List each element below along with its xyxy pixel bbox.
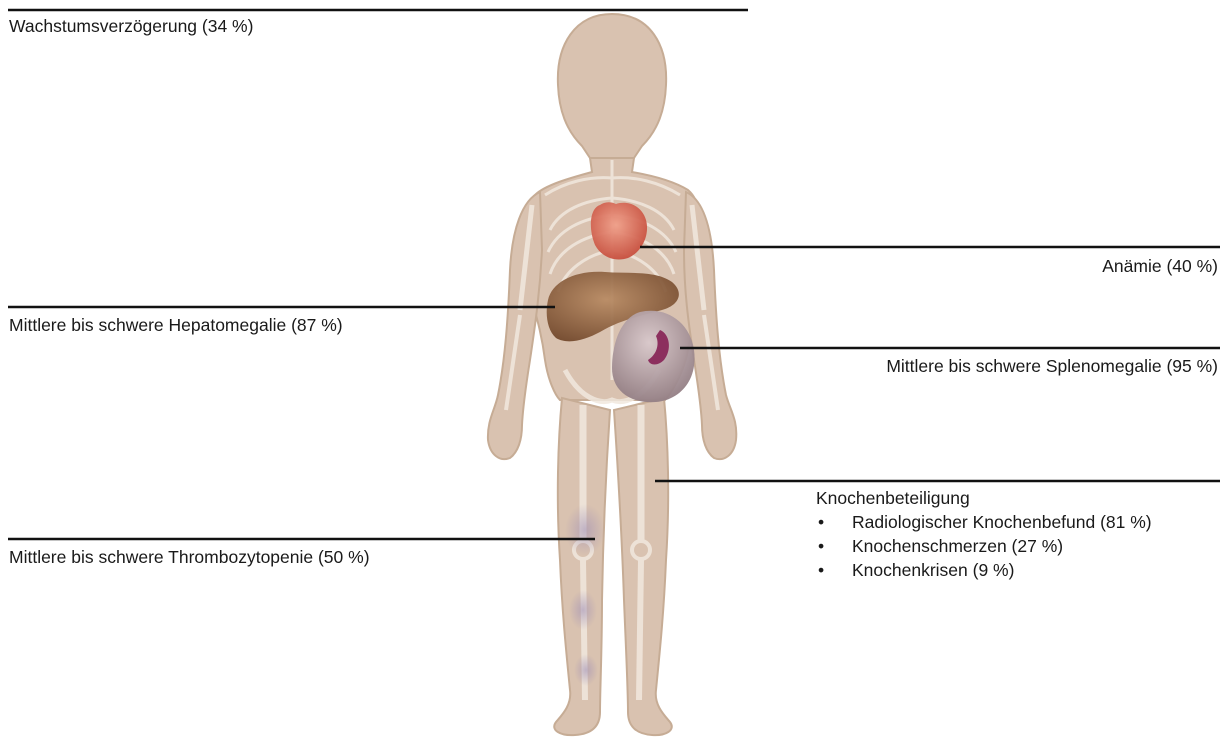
anemia-label: Anämie (40 %): [1102, 255, 1218, 277]
bruise-mark: [569, 590, 597, 630]
left-arm: [488, 192, 542, 459]
list-item: Knochenkrisen (9 %): [816, 558, 1152, 582]
bruise-mark: [565, 504, 605, 556]
bruise-mark: [574, 654, 598, 686]
hepatomegaly-label: Mittlere bis schwere Hepatomegalie (87 %…: [9, 314, 343, 336]
list-item: Radiologischer Knochenbefund (81 %): [816, 510, 1152, 534]
thrombocytopenia-label: Mittlere bis schwere Thrombozytopenie (5…: [9, 546, 370, 568]
bone-involvement-title: Knochenbeteiligung: [816, 486, 1152, 510]
growth-label: Wachstumsverzögerung (34 %): [9, 15, 253, 37]
head: [558, 14, 666, 158]
list-item: Knochenschmerzen (27 %): [816, 534, 1152, 558]
bone-involvement-block: Knochenbeteiligung Radiologischer Knoche…: [816, 486, 1152, 582]
bone-involvement-list: Radiologischer Knochenbefund (81 %) Knoc…: [816, 510, 1152, 582]
right-arm: [684, 192, 736, 459]
splenomegaly-label: Mittlere bis schwere Splenomegalie (95 %…: [886, 355, 1218, 377]
